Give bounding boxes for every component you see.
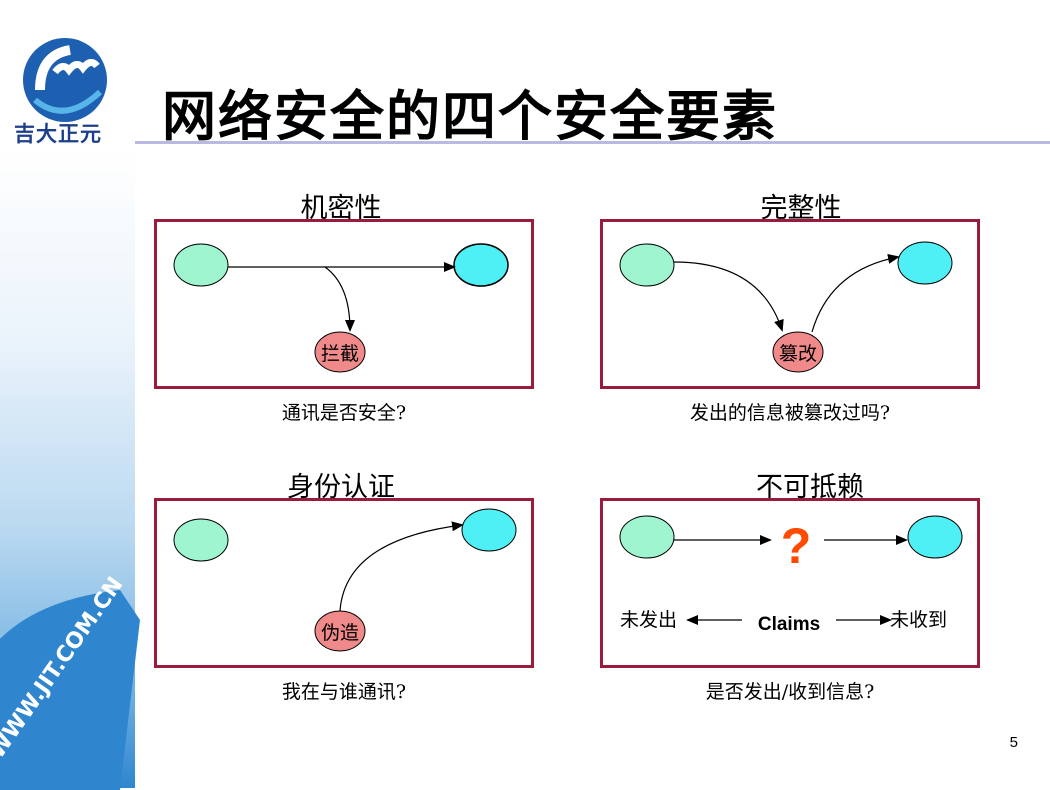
caption-confidentiality: 通讯是否安全? <box>281 402 407 424</box>
not-received-label: 未收到 <box>890 609 947 631</box>
panel-authentication <box>154 498 534 668</box>
receiver-node <box>461 508 517 552</box>
claims-label: Claims <box>758 614 820 635</box>
label-confidentiality: 机密性 <box>300 193 382 224</box>
caption-integrity: 发出的信息被篡改过吗? <box>689 402 891 424</box>
panel-integrity <box>600 219 980 389</box>
label-nonrepudiation: 不可抵赖 <box>756 472 864 503</box>
sender-node <box>173 243 229 287</box>
caption-authentication: 我在与谁通讯? <box>281 681 407 703</box>
not-sent-label: 未发出 <box>620 609 677 631</box>
title-divider <box>135 141 1050 144</box>
label-integrity: 完整性 <box>760 193 842 224</box>
logo-icon <box>23 38 107 122</box>
interceptor-node <box>314 331 366 373</box>
website-stamp-icon: WWW.JIT.COM.CN <box>0 573 140 790</box>
node-label-tamper: 篡改 <box>779 343 817 365</box>
node-label-intercept: 拦截 <box>321 343 359 365</box>
page-title: 网络安全的四个安全要素 <box>162 85 778 148</box>
sender-node <box>619 515 675 559</box>
panel-nonrepudiation <box>600 498 980 668</box>
receiver-node <box>907 515 963 559</box>
sender-node <box>619 243 675 287</box>
from-tamper-arrow <box>811 253 900 333</box>
receiver-node <box>453 243 509 287</box>
sender-node <box>173 518 229 562</box>
logo-company-name: 吉大正元 <box>14 122 102 146</box>
forge-arrow <box>339 521 464 612</box>
panel-confidentiality <box>154 219 534 389</box>
page-number: 5 <box>1009 734 1018 751</box>
caption-nonrepudiation: 是否发出/收到信息? <box>705 681 875 703</box>
receiver-node <box>897 241 953 285</box>
to-tamper-arrow <box>673 261 784 332</box>
label-authentication: 身份认证 <box>287 472 395 503</box>
tamper-node <box>772 331 824 373</box>
intercept-arrow <box>324 266 355 332</box>
node-label-forge: 伪造 <box>321 622 359 644</box>
question-mark: ? <box>781 518 812 574</box>
